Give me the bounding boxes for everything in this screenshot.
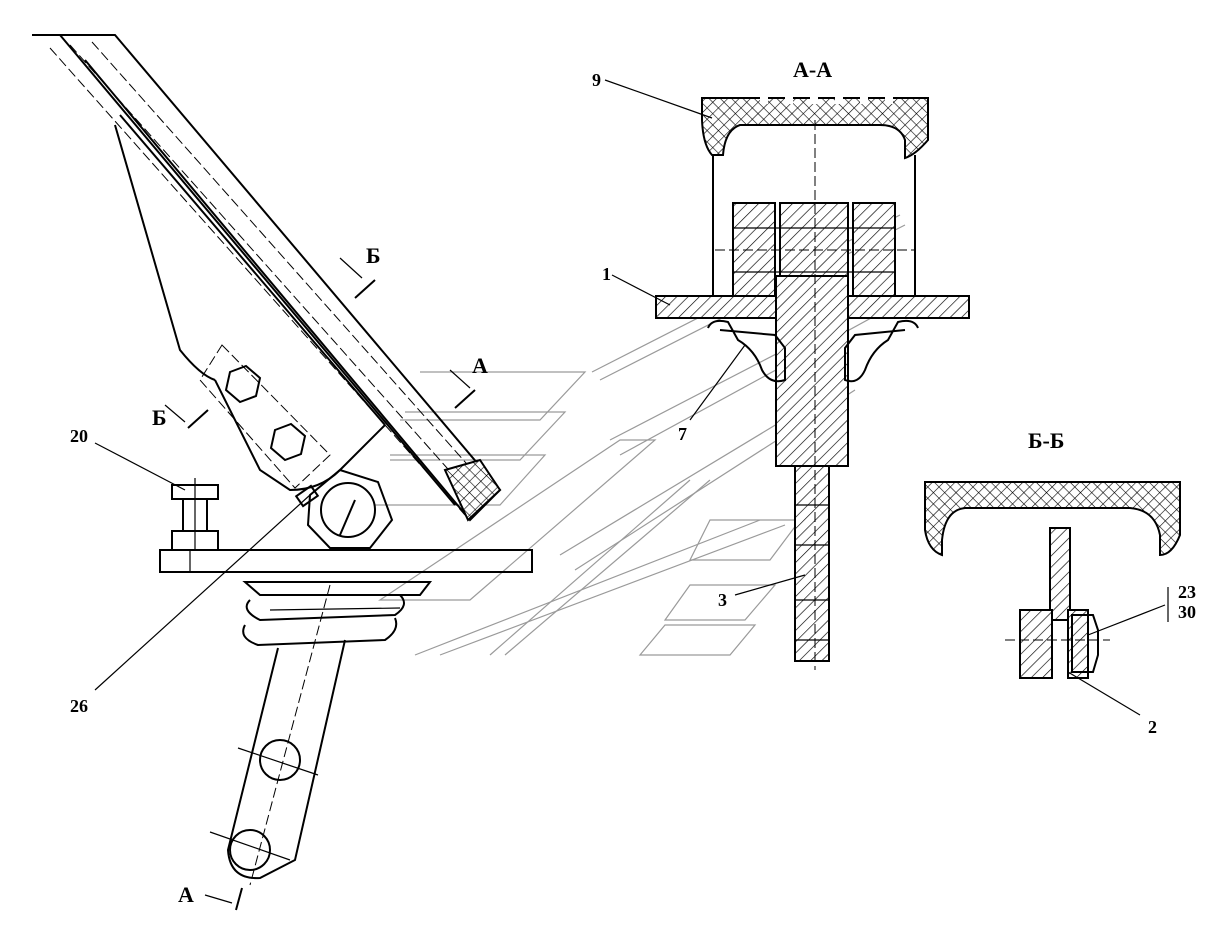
section-aa-view: [655, 96, 970, 670]
callout-3: 3: [718, 590, 727, 610]
section-marker-a-upper-label: А: [472, 353, 488, 378]
section-bb-view: [924, 481, 1181, 679]
callout-23: 23: [1178, 582, 1196, 602]
floor-plate: [159, 549, 533, 573]
stop-screw: [171, 478, 219, 551]
callout-9: 9: [592, 70, 601, 90]
callout-7: 7: [678, 424, 687, 444]
section-marker-b-upper: [339, 257, 376, 299]
section-marker-a-lower-label: А: [178, 882, 194, 907]
pivot-assembly: [294, 468, 394, 549]
section-marker-a-lower: [204, 887, 243, 911]
pad-grooves: [760, 96, 893, 104]
section-marker-a-upper: [449, 369, 476, 409]
pedal-lever: [32, 34, 502, 522]
callout-2: 2: [1148, 717, 1157, 737]
callout-20: 20: [70, 426, 88, 446]
section-marker-b-lower-label: Б: [152, 405, 167, 430]
bolt-head-lower: [269, 422, 307, 462]
bolt-head-upper: [224, 364, 262, 404]
section-marker-b-upper-label: Б: [366, 243, 381, 268]
rubber-boot: [242, 581, 433, 647]
section-marker-b-lower: [164, 404, 209, 429]
section-bb-title: Б-Б: [1028, 428, 1064, 453]
section-aa-title: А-А: [793, 57, 832, 82]
callout-26: 26: [70, 696, 88, 716]
leader-lines: [94, 79, 1169, 716]
callout-1: 1: [602, 264, 611, 284]
callout-30: 30: [1178, 602, 1196, 622]
lower-arm: [209, 584, 346, 886]
